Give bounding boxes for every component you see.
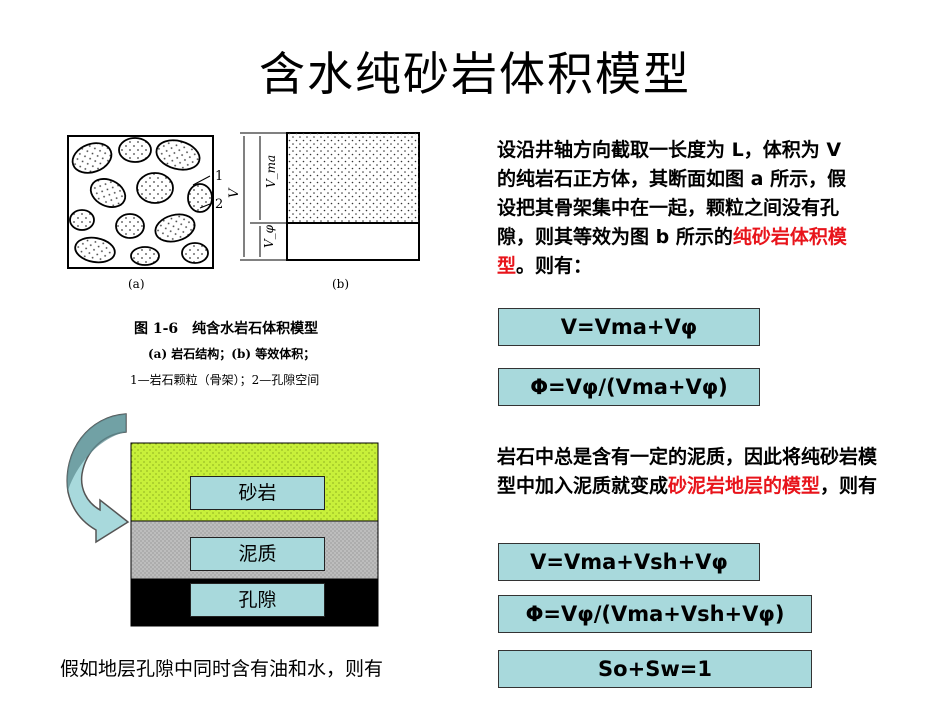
label-a: (a) — [128, 277, 145, 291]
curved-arrow-icon — [66, 413, 130, 544]
layer-label-pore: 孔隙 — [190, 583, 325, 617]
formula-porosity-shale: Φ=Vφ/(Vma+Vsh+Vφ) — [498, 595, 812, 633]
layer-label-shale: 泥质 — [190, 537, 325, 571]
highlight-pure-sand-model: 纯砂岩体积模型 — [497, 226, 847, 277]
figure-caption-title: 图 1-6 纯含水岩石体积模型 — [134, 321, 319, 337]
highlight-shaly-sand-model: 砂泥岩地层的模型 — [668, 475, 821, 497]
paragraph-shaly-sand: 岩石中总是含有一定的泥质，因此将纯砂岩模型中加入泥质就变成砂泥岩地层的模型，则有 — [497, 446, 878, 497]
figure-a: 1 2 (a) — [67, 135, 223, 291]
marker-1: 1 — [215, 169, 223, 184]
formula-porosity: Φ=Vφ/(Vma+Vφ) — [498, 368, 760, 406]
bottom-text: 假如地层孔隙中同时含有油和水，则有 — [60, 658, 384, 680]
axis-vphi: V_φ — [262, 224, 276, 248]
label-b: (b) — [332, 277, 349, 291]
axis-v: V — [227, 187, 242, 198]
paragraph-pure-sand: 设沿井轴方向截取一长度为 L，体积为 V 的纯岩石正方体，其断面如图 a 所示，… — [497, 139, 847, 277]
slide-title: 含水纯砂岩体积模型 — [259, 47, 691, 101]
layer-label-sand: 砂岩 — [190, 476, 325, 510]
rock-structure-figure: 1 2 (a) V V_ma V_φ (b) — [67, 132, 420, 291]
axis-vma: V_ma — [264, 155, 278, 188]
figure-caption-line1: (a) 岩石结构；(b) 等效体积； — [148, 347, 316, 361]
formula-saturation: So+Sw=1 — [498, 650, 812, 688]
formula-volume: V=Vma+Vφ — [498, 308, 760, 346]
formula-volume-shale: V=Vma+Vsh+Vφ — [498, 543, 760, 581]
marker-2: 2 — [215, 197, 223, 212]
figure-b: V V_ma V_φ (b) — [227, 132, 420, 291]
figure-caption-line2: 1—岩石颗粒（骨架）；2—孔隙空间 — [130, 373, 320, 387]
